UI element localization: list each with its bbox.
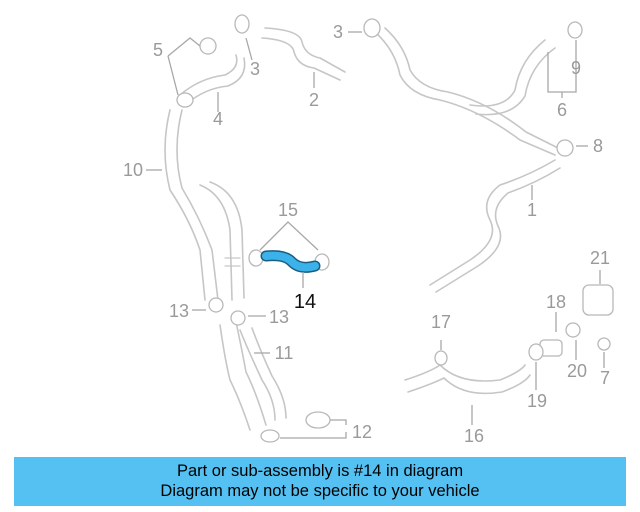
pipe-part-16 [404,364,526,382]
callout-21: 21 [590,248,610,268]
callout-8: 8 [593,136,603,156]
callout-13-right: 13 [269,307,289,327]
clamp-part-3-left [234,14,250,34]
hose-part-4 [179,54,238,96]
callout-7: 7 [600,368,610,388]
hose-part-14-highlight[interactable] [262,251,319,272]
pipe-part-1 [374,31,556,156]
callout-13-left: 13 [169,301,189,321]
clamp-part-5 [199,37,217,55]
callout-6: 6 [557,100,567,120]
leader-lines [146,31,605,439]
clamp-part-7 [597,337,611,351]
callout-20: 20 [567,361,587,381]
callout-2: 2 [309,90,319,110]
pipe-part-10b [199,184,233,301]
callout-3-left: 3 [250,59,260,79]
pipe-part-6 [469,39,546,107]
banner-line-part-number: Part or sub-assembly is #14 in diagram [176,462,464,480]
callout-11: 11 [275,343,294,363]
callout-labels: 3 2 3 4 5 6 9 8 10 1 15 14 13 13 11 12 1… [123,22,610,446]
parts-diagram: 3 2 3 4 5 6 9 8 10 1 15 14 13 13 11 12 1… [123,14,614,446]
callout-3-right: 3 [333,22,343,42]
callout-15: 15 [278,200,298,220]
pipe-part-10 [164,109,206,301]
clamp-part-13-left [208,297,224,313]
clamp-part-8 [556,139,574,157]
pump-part-21 [582,284,614,316]
clamp-part-20 [565,322,581,338]
callout-12: 12 [352,422,372,442]
clamp-part-9 [567,21,583,39]
clamp-part-19 [528,343,544,361]
callout-18: 18 [546,292,566,312]
callout-16: 16 [464,426,484,446]
callout-5: 5 [153,40,163,60]
callout-17: 17 [431,312,451,332]
callout-19: 19 [527,391,547,411]
oring-part-17 [434,350,448,366]
callout-4: 4 [213,109,223,129]
hose-part-2 [264,27,346,73]
part-outlines [164,14,614,443]
callout-14: 14 [294,291,316,313]
info-banner: Part or sub-assembly is #14 in diagram D… [14,457,626,506]
banner-line-disclaimer: Diagram may not be specific to your vehi… [160,482,480,500]
callout-9: 9 [571,58,581,78]
clamp-part-3-right [363,18,381,38]
callout-1: 1 [527,200,537,220]
clamp-part-12 [305,411,331,429]
hose-part-11 [219,324,251,431]
clamp-part-13-right [230,310,246,326]
callout-10: 10 [123,160,143,180]
